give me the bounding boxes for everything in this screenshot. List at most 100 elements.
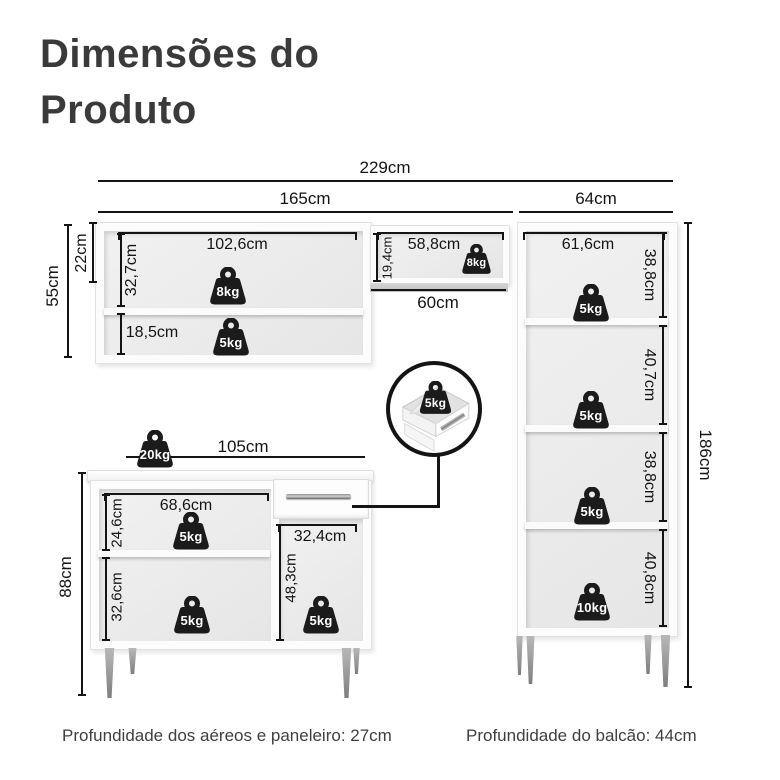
weight-label: 5kg xyxy=(579,301,603,316)
dim-tall-inner-width: 61,6cm xyxy=(561,236,615,253)
drawer-front xyxy=(273,479,369,519)
tall-cabinet-leg-front-left xyxy=(526,636,535,684)
weight-glyph xyxy=(574,583,610,621)
weight-glyph xyxy=(210,267,246,305)
dim-base-upper-height: 24,6cm xyxy=(108,498,126,548)
base-cabinet-shelf xyxy=(98,550,270,557)
page-title: Dimensões do Produto xyxy=(40,26,319,138)
dim-line-upper-height xyxy=(64,224,72,358)
dim-line-left-width xyxy=(98,211,513,213)
dim-line-base-width xyxy=(126,456,365,458)
weight-icon-tall-1: 5kg xyxy=(569,284,613,324)
weight-glyph xyxy=(573,391,609,429)
dim-line-tall-height xyxy=(684,222,692,688)
dim-line-niche-width xyxy=(371,289,506,291)
dim-line-upper-top-height xyxy=(117,233,125,307)
depth-note-left: Profundidade dos aéreos e paneleiro: 27c… xyxy=(62,726,392,745)
dim-tall-section-4: 40,8cm xyxy=(641,551,658,605)
dim-line-upper-top-section xyxy=(89,222,97,283)
weight-glyph xyxy=(573,284,609,322)
dim-base-inner-width: 68,6cm xyxy=(159,497,213,514)
weight-glyph xyxy=(462,244,491,274)
dim-upper-top-section-height: 22cm xyxy=(73,233,90,273)
weight-icon-middle-shelf: 8kg xyxy=(459,244,494,276)
weight-icon-tall-2: 5kg xyxy=(569,391,613,431)
dim-line-tall-section-1 xyxy=(659,232,667,318)
dim-line-shelf-height xyxy=(373,233,381,282)
tall-cabinet-shelf-3 xyxy=(525,522,668,529)
weight-label: 10kg xyxy=(576,600,608,615)
dim-line-base-upper-height xyxy=(102,494,110,551)
dim-line-base-right-height xyxy=(276,524,284,641)
dim-line-tall-section-3 xyxy=(659,432,667,522)
weight-glyph xyxy=(574,487,610,525)
dim-upper-height: 55cm xyxy=(43,265,62,307)
tall-cabinet-leg-front-right xyxy=(660,635,671,687)
weight-label: 5kg xyxy=(180,613,204,628)
title-line-2: Produto xyxy=(40,88,197,132)
title-line-1: Dimensões do xyxy=(40,32,320,76)
upper-cabinet-shelf xyxy=(104,308,363,315)
dim-base-width: 105cm xyxy=(217,437,269,456)
middle-shelf-underside xyxy=(370,283,508,292)
drawer-handle xyxy=(286,494,351,499)
weight-label: 8kg xyxy=(216,284,240,299)
weight-label: 20kg xyxy=(139,447,171,462)
dim-line-shelf-inner-width xyxy=(377,232,504,240)
weight-label: 5kg xyxy=(579,408,603,423)
weight-label: 5kg xyxy=(219,335,243,350)
depth-note-right: Profundidade do balcão: 44cm xyxy=(466,726,697,745)
dim-base-height: 88cm xyxy=(56,556,75,598)
weight-glyph xyxy=(174,596,210,634)
weight-icon-base-right: 5kg xyxy=(299,596,343,636)
dim-line-base-height xyxy=(78,472,86,696)
tall-cabinet-leg-back-right xyxy=(644,635,652,674)
dim-base-right-height: 48,3cm xyxy=(282,553,300,603)
dim-base-lower-height: 32,6cm xyxy=(108,572,126,622)
weight-icon-tall-4: 10kg xyxy=(570,583,614,623)
dim-tall-section-2: 40,7cm xyxy=(641,348,658,402)
drawer-callout-circle: 5kg xyxy=(386,361,482,457)
dim-tall-section-1: 38,8cm xyxy=(641,248,658,302)
base-leg-back-left xyxy=(128,648,137,674)
base-leg-front-right xyxy=(341,648,352,698)
weight-glyph xyxy=(213,318,249,356)
dim-shelf-height: 19,4cm xyxy=(379,236,395,280)
tall-cabinet-leg-back-left xyxy=(516,636,523,675)
dim-shelf-inner-width: 58,8cm xyxy=(407,236,461,253)
weight-label: 5kg xyxy=(309,613,333,628)
weight-icon-base-top: 20kg xyxy=(133,430,177,470)
weight-icon-drawer: 5kg xyxy=(416,381,455,416)
weight-label: 5kg xyxy=(179,529,203,544)
dim-line-base-lower-height xyxy=(102,557,110,641)
weight-glyph xyxy=(173,512,209,550)
weight-icon-base-upper: 5kg xyxy=(169,512,213,552)
dim-total-width: 229cm xyxy=(359,158,411,177)
dim-line-tall-section-2 xyxy=(659,325,667,425)
base-leg-back-right xyxy=(353,648,360,674)
weight-label: 5kg xyxy=(424,396,447,410)
dim-line-base-inner-width xyxy=(104,493,269,501)
weight-label: 5kg xyxy=(580,504,604,519)
weight-icon-tall-3: 5kg xyxy=(570,487,614,527)
dim-upper-bottom-shelf-height: 18,5cm xyxy=(125,324,179,341)
dim-line-right-width xyxy=(519,211,673,213)
dim-line-total-width xyxy=(98,180,673,182)
dim-base-right-width: 32,4cm xyxy=(293,528,347,545)
weight-icon-upper-bottom: 5kg xyxy=(209,318,253,358)
callout-connector-vertical xyxy=(437,456,440,507)
weight-glyph xyxy=(137,430,173,468)
dim-line-tall-inner-width xyxy=(523,232,665,240)
dim-tall-height: 186cm xyxy=(696,429,715,481)
base-leg-front-left xyxy=(104,648,115,698)
dim-upper-inner-width: 102,6cm xyxy=(206,236,268,253)
dim-left-width: 165cm xyxy=(279,189,331,208)
dim-upper-inner-top-height: 32,7cm xyxy=(123,243,140,297)
weight-glyph xyxy=(419,381,452,414)
dim-line-upper-inner-width xyxy=(118,232,357,240)
weight-label: 8kg xyxy=(466,257,487,269)
callout-connector-horizontal xyxy=(352,505,440,508)
dim-line-upper-bottom-height xyxy=(117,313,125,355)
weight-icon-base-lower: 5kg xyxy=(170,596,214,636)
weight-glyph xyxy=(303,596,339,634)
